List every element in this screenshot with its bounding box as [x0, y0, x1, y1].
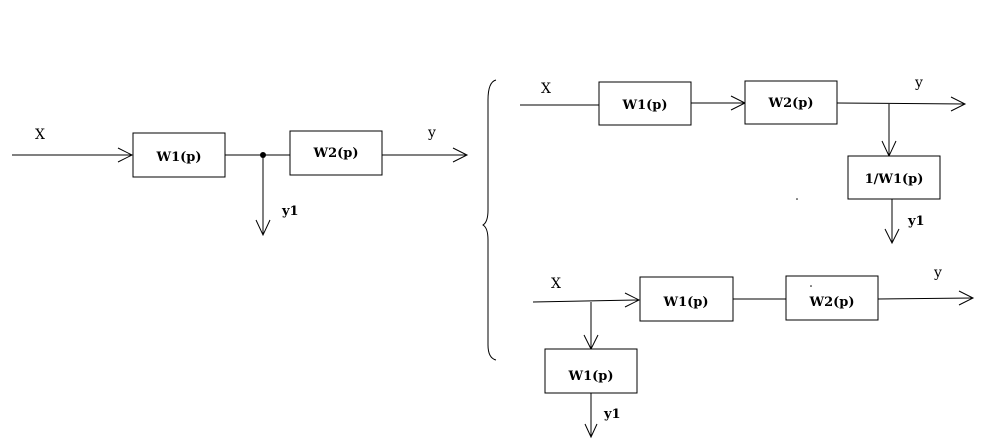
top-right-diagram: X W1(p) W2(p) y 1/W1(p) y1 [520, 75, 967, 245]
tr-y1-arrowhead [884, 228, 900, 245]
tr-stray-dot [796, 198, 798, 200]
br-input-arrowhead [624, 292, 641, 308]
br-branch-label: y1 [603, 407, 621, 422]
left-block-w1 [132, 132, 226, 178]
left-branch-arrowhead [255, 219, 271, 237]
br-block-w1-branch-label: W1(p) [567, 369, 613, 384]
br-y1-arrowhead [584, 423, 598, 439]
tr-block-w2 [744, 80, 838, 125]
left-input-label: X [35, 127, 45, 143]
br-block-w1-label: W1(p) [662, 295, 708, 310]
br-output-line [877, 297, 974, 300]
tr-output-line [836, 102, 966, 105]
tr-block-inv-w1 [847, 155, 941, 200]
tr-block-w1-label: W1(p) [621, 98, 667, 113]
bottom-right-diagram: X W1(p) W2(p) y W1(p) y1 [532, 265, 975, 439]
br-block-w2 [785, 275, 879, 321]
br-stray-dot [810, 285, 812, 287]
left-branch-label: y1 [281, 204, 299, 219]
left-diagram: X W1(p) y1 W2(p) y [12, 125, 469, 237]
tr-input-label: X [541, 81, 551, 97]
br-input-label: X [551, 276, 561, 292]
br-input-line [532, 299, 640, 303]
left-block-w1-label: W1(p) [155, 150, 201, 165]
tr-block-inv-w1-label: 1/W1(p) [865, 172, 924, 187]
tr-output-label: y [914, 75, 923, 91]
tr-branch-label: y1 [907, 214, 925, 229]
curly-brace [482, 79, 497, 361]
br-output-label: y [933, 265, 942, 281]
left-output-label: y [427, 125, 436, 141]
left-input-arrowhead [117, 147, 134, 163]
br-block-w2-label: W2(p) [808, 295, 854, 310]
tr-block-w2-label: W2(p) [767, 96, 813, 111]
br-output-arrowhead [958, 290, 975, 306]
tr-output-arrowhead [950, 96, 967, 112]
left-output-arrowhead [452, 147, 469, 163]
left-block-w2 [289, 130, 383, 176]
left-block-w2-label: W2(p) [312, 146, 358, 161]
